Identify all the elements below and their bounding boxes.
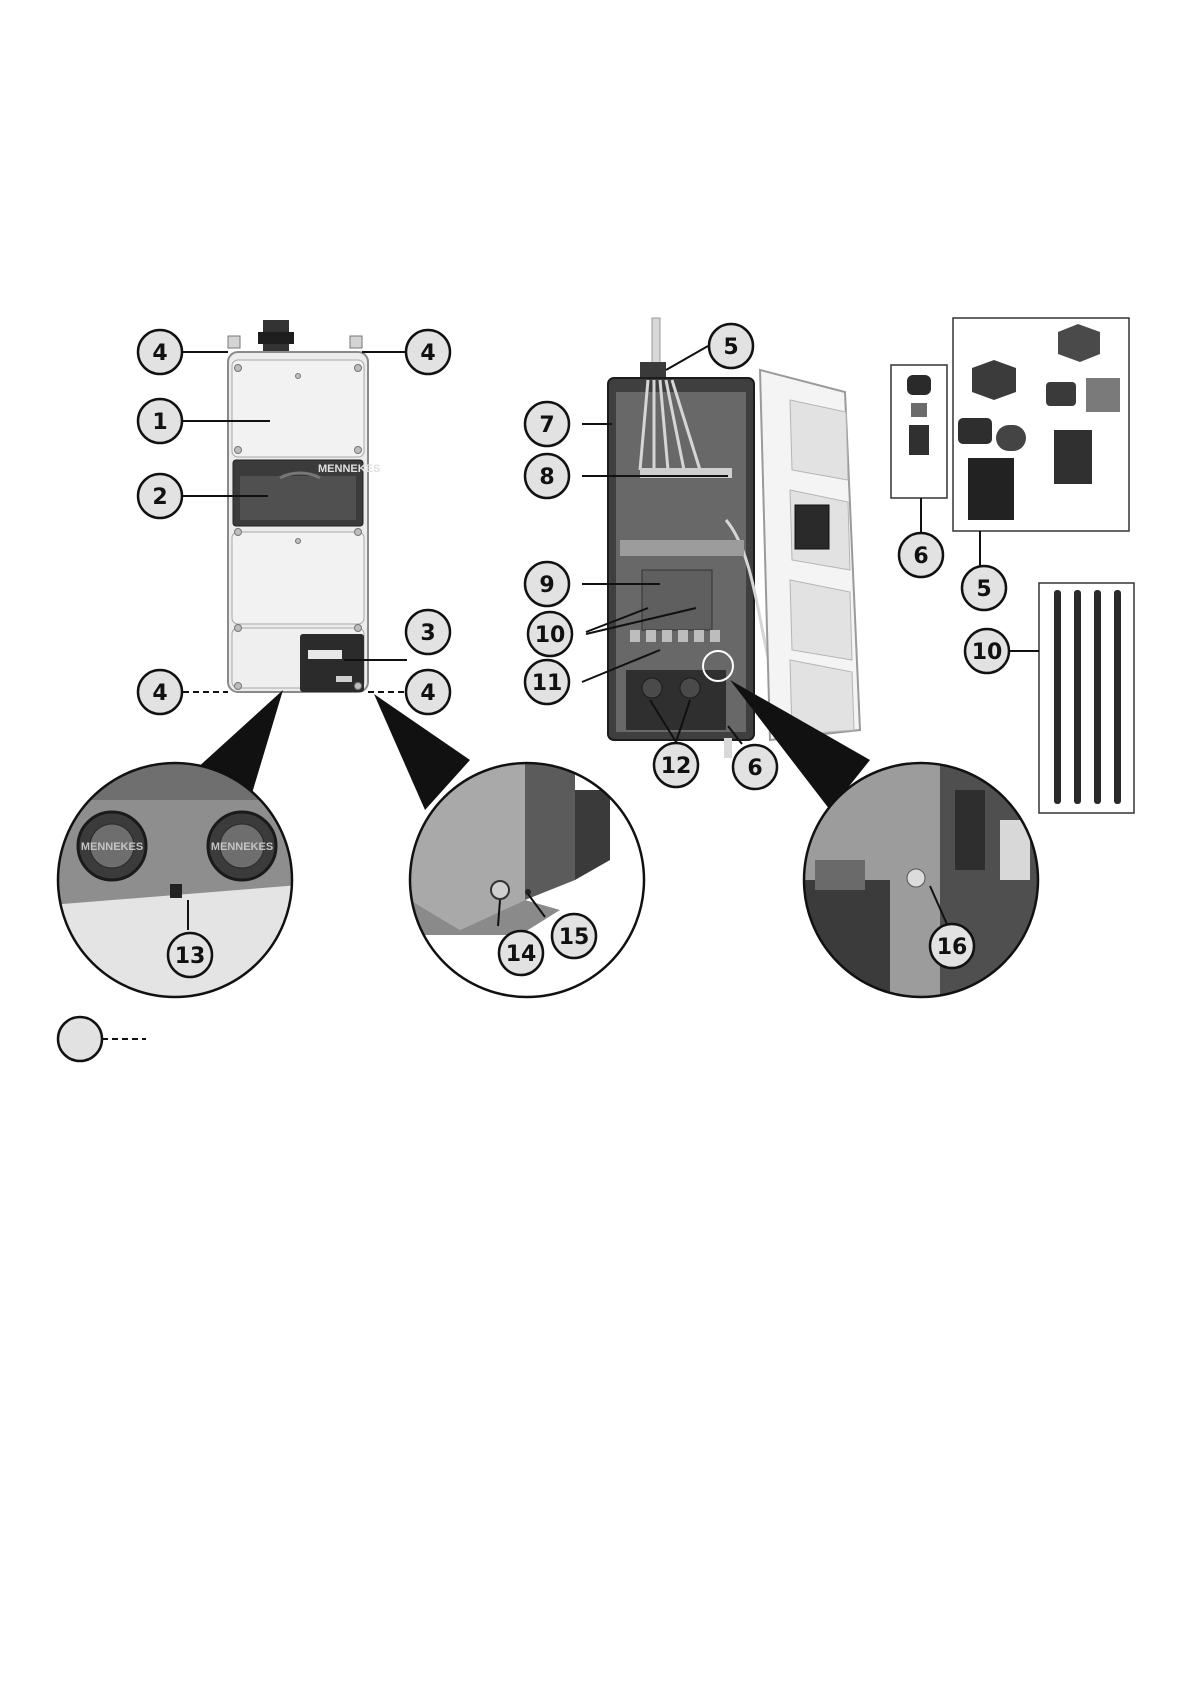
callout-number: 11 [532,671,563,696]
callout-c7: 7 [525,402,569,446]
callout-number: 2 [152,485,167,510]
callout-number: 5 [723,335,738,360]
callout-c13: 13 [168,933,212,977]
callout-c6b: 6 [899,533,943,577]
callout-c10b: 10 [965,629,1009,673]
legend-circle [58,1017,102,1061]
callout-number: 1 [152,410,167,435]
callout-number: 15 [559,925,590,950]
callout-number: 16 [937,935,968,960]
callout-number: 9 [539,573,554,598]
callout-number: 13 [175,944,206,969]
callout-number: 4 [152,341,167,366]
callout-c1: 1 [138,399,182,443]
mounting-lug-left [228,336,240,348]
callout-c10a: 10 [528,612,572,656]
callout-number: 6 [747,756,762,781]
accessory-box-small [891,365,947,498]
callout-c5b: 5 [962,566,1006,610]
cap-label-right: MENNEKES [211,841,273,853]
callout-c15: 15 [552,914,596,958]
callout-c4b: 4 [406,330,450,374]
module-block [642,570,712,630]
door-window-module [795,505,829,549]
front-view-unit: MENNEKES [228,320,380,692]
callout-number: 4 [420,681,435,706]
callout-c8: 8 [525,454,569,498]
callout-number: 14 [506,942,537,967]
callout-number: 3 [420,621,435,646]
callout-number: 12 [661,754,692,779]
callout-number: 4 [420,341,435,366]
callout-c11: 11 [525,660,569,704]
energy-meter-module [300,634,364,692]
callout-c4d: 4 [406,670,450,714]
cable-ties-box [1039,583,1134,813]
callout-c14: 14 [499,931,543,975]
callout-c4c: 4 [138,670,182,714]
legend-symbol [58,1017,102,1061]
callout-number: 8 [539,465,554,490]
callout-number: 10 [972,640,1003,665]
callout-c2: 2 [138,474,182,518]
brand-label: MENNEKES [318,463,380,475]
callout-number: 7 [539,413,554,438]
callout-number: 4 [152,681,167,706]
callout-c12: 12 [654,743,698,787]
callout-c3: 3 [406,610,450,654]
callout-c16: 16 [930,924,974,968]
callout-c4a: 4 [138,330,182,374]
middle-cover [232,532,364,624]
mounting-lug-right [350,336,362,348]
open-view-unit [608,318,860,758]
callout-c6a: 6 [733,745,777,789]
callout-number: 5 [976,577,991,602]
callout-c5a: 5 [709,324,753,368]
callout-number: 10 [535,623,566,648]
callout-c9: 9 [525,562,569,606]
accessory-box-large [953,318,1129,531]
cap-label-left: MENNEKES [81,841,143,853]
callout-number: 6 [913,544,928,569]
